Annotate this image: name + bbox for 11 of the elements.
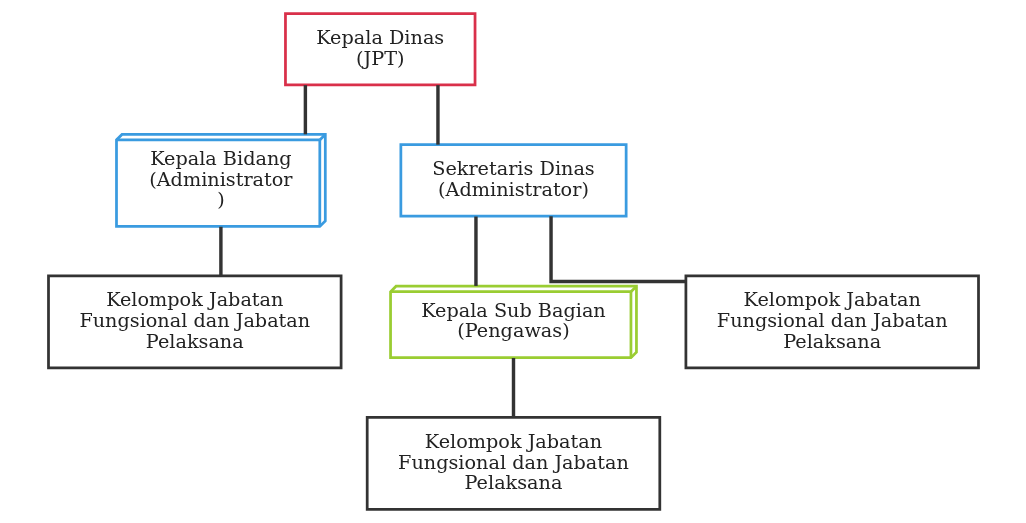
connector: [473, 216, 478, 286]
node-box: Kelompok Jabatan Fungsional dan Jabatan Pelaksana: [46, 274, 342, 370]
connector: [548, 216, 686, 284]
node-box: Kelompok Jabatan Fungsional dan Jabatan Pelaksana: [684, 274, 980, 370]
connector: [218, 226, 223, 276]
node-box: Kelompok Jabatan Fungsional dan Jabatan Pelaksana: [365, 416, 661, 511]
node-box: Kepala Dinas (JPT): [283, 12, 476, 87]
connector: [435, 85, 440, 145]
node-box: Sekretaris Dinas (Administrator): [398, 143, 628, 218]
connector: [511, 358, 515, 418]
connector: [303, 85, 307, 135]
